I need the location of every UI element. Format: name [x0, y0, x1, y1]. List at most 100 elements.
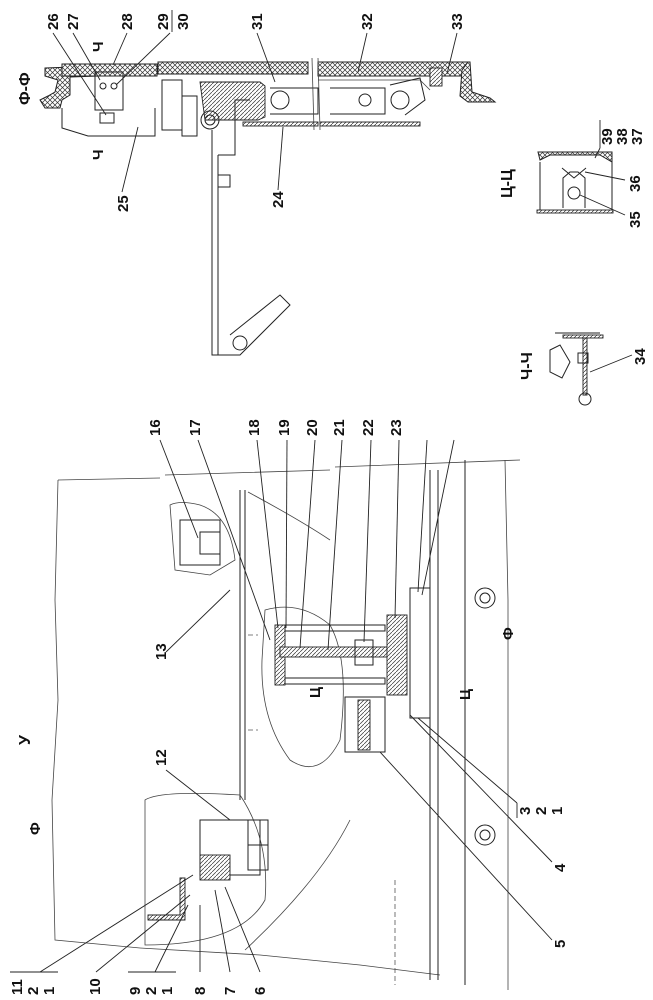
callout-33: 33: [449, 13, 466, 30]
section-ff: [39, 57, 497, 356]
callout-24: 24: [270, 191, 287, 208]
cut-mark-ts-right: Ц: [457, 689, 474, 700]
main-view: [51, 459, 521, 990]
ts-spring: [561, 167, 587, 179]
leaders-ff: [52, 32, 458, 193]
break-line-b: [317, 57, 321, 131]
callout-7: 7: [222, 987, 239, 995]
panel-right: [504, 459, 509, 990]
callout-36: 36: [627, 175, 644, 192]
roller-pin-31: [270, 90, 290, 110]
cut-mark-ts-left: Ц: [307, 687, 324, 698]
link-arm: [270, 87, 319, 115]
callout-19: 21: [331, 419, 348, 436]
arc-bottom: [244, 819, 351, 951]
callout-9: 9: [127, 987, 144, 995]
hidden-corners: [248, 634, 258, 731]
bracket-5-core: [357, 699, 371, 751]
frame-rail: [429, 470, 439, 980]
lug-bottom-hole: [479, 829, 491, 841]
callout-1b: 1: [41, 987, 58, 995]
clamp-block: [161, 79, 183, 131]
section-chch: [549, 332, 604, 406]
ts-rod-35: [567, 186, 581, 200]
cutout-15-23: [261, 606, 344, 768]
callout-25: 25: [115, 195, 132, 212]
lug-top-hole: [479, 592, 491, 604]
cutout-1-12: [144, 792, 267, 946]
ch-ring-34: [578, 392, 592, 406]
hinge-pin: [200, 110, 220, 130]
lever-eye: [232, 335, 248, 351]
callout-13: 13: [153, 643, 170, 660]
callout-30: 30: [175, 13, 192, 30]
lug-top: [474, 587, 496, 609]
leaders-main-top: [159, 439, 455, 821]
arm-long: [211, 130, 219, 356]
cut-mark-ch-bottom: Ч: [90, 149, 107, 160]
bracket-25: [61, 108, 156, 137]
callout-16: 18: [246, 419, 263, 436]
bracket-5: [344, 696, 386, 753]
leaders-main-bottom: [39, 874, 261, 973]
section-tsts: [536, 151, 614, 214]
hinge-plate: [181, 95, 198, 137]
link-arm-2: [330, 87, 386, 115]
callout-20: 22: [360, 419, 377, 436]
cutout-14: [169, 502, 236, 576]
callout-18: 20: [304, 419, 321, 436]
leader-34: [589, 354, 633, 373]
callout-1a: 1: [549, 807, 566, 815]
callout-34: 34: [632, 348, 649, 365]
ts-clip-36: [562, 171, 586, 208]
callout-11: 11: [9, 979, 26, 995]
callout-3: 3: [517, 807, 534, 815]
arm-bolt: [217, 174, 231, 188]
panel-left-wavy: [51, 479, 141, 949]
ch-web: [582, 337, 588, 396]
callout-37: 37: [629, 128, 646, 145]
title-view-u: У: [17, 734, 34, 745]
callout-2a: 2: [533, 807, 550, 815]
callout-15: 17: [187, 419, 204, 436]
callout-5: 5: [552, 940, 569, 948]
bushing-21: [386, 614, 408, 696]
leaders-tsts: [579, 147, 626, 216]
seal-33: [429, 67, 443, 87]
callout-35: 35: [627, 211, 644, 228]
callout-39: 39: [599, 128, 616, 145]
cut-mark-f-right: Ф: [500, 627, 517, 640]
panel-skin-left: [61, 63, 158, 77]
callout-21: 23: [388, 419, 405, 436]
callout-31: 31: [249, 13, 266, 30]
screw-27a: [99, 82, 107, 90]
panel-top-edge: [57, 459, 521, 481]
lining-31: [199, 81, 266, 121]
rail-24a: [242, 121, 319, 127]
callout-29: 29: [155, 13, 172, 30]
callout-6: 6: [252, 987, 269, 995]
title-chch: Ч-Ч: [519, 352, 536, 380]
panel-skin-right: [317, 61, 469, 77]
callout-28: 28: [119, 13, 136, 30]
link-end: [389, 77, 426, 116]
link-hole: [358, 93, 372, 107]
nut-26: [99, 112, 115, 124]
callout-17: 19: [276, 419, 293, 436]
roller-pin-32: [390, 90, 410, 110]
plate-22-23: [409, 587, 431, 719]
callout-1c: 1: [159, 987, 176, 995]
screw-27b: [110, 82, 118, 90]
bolt-12b: [247, 844, 269, 871]
arc-top: [247, 491, 331, 541]
lug-bottom: [474, 824, 496, 846]
title-ff: Ф-Ф: [17, 72, 34, 105]
arm-bend: [218, 99, 250, 156]
callout-26: 26: [45, 13, 62, 30]
arm-lever: [212, 294, 291, 356]
callout-2b: 2: [25, 987, 42, 995]
callout-10: 10: [87, 978, 104, 995]
callout-8: 8: [192, 987, 209, 995]
frame-member-13: [239, 490, 246, 800]
